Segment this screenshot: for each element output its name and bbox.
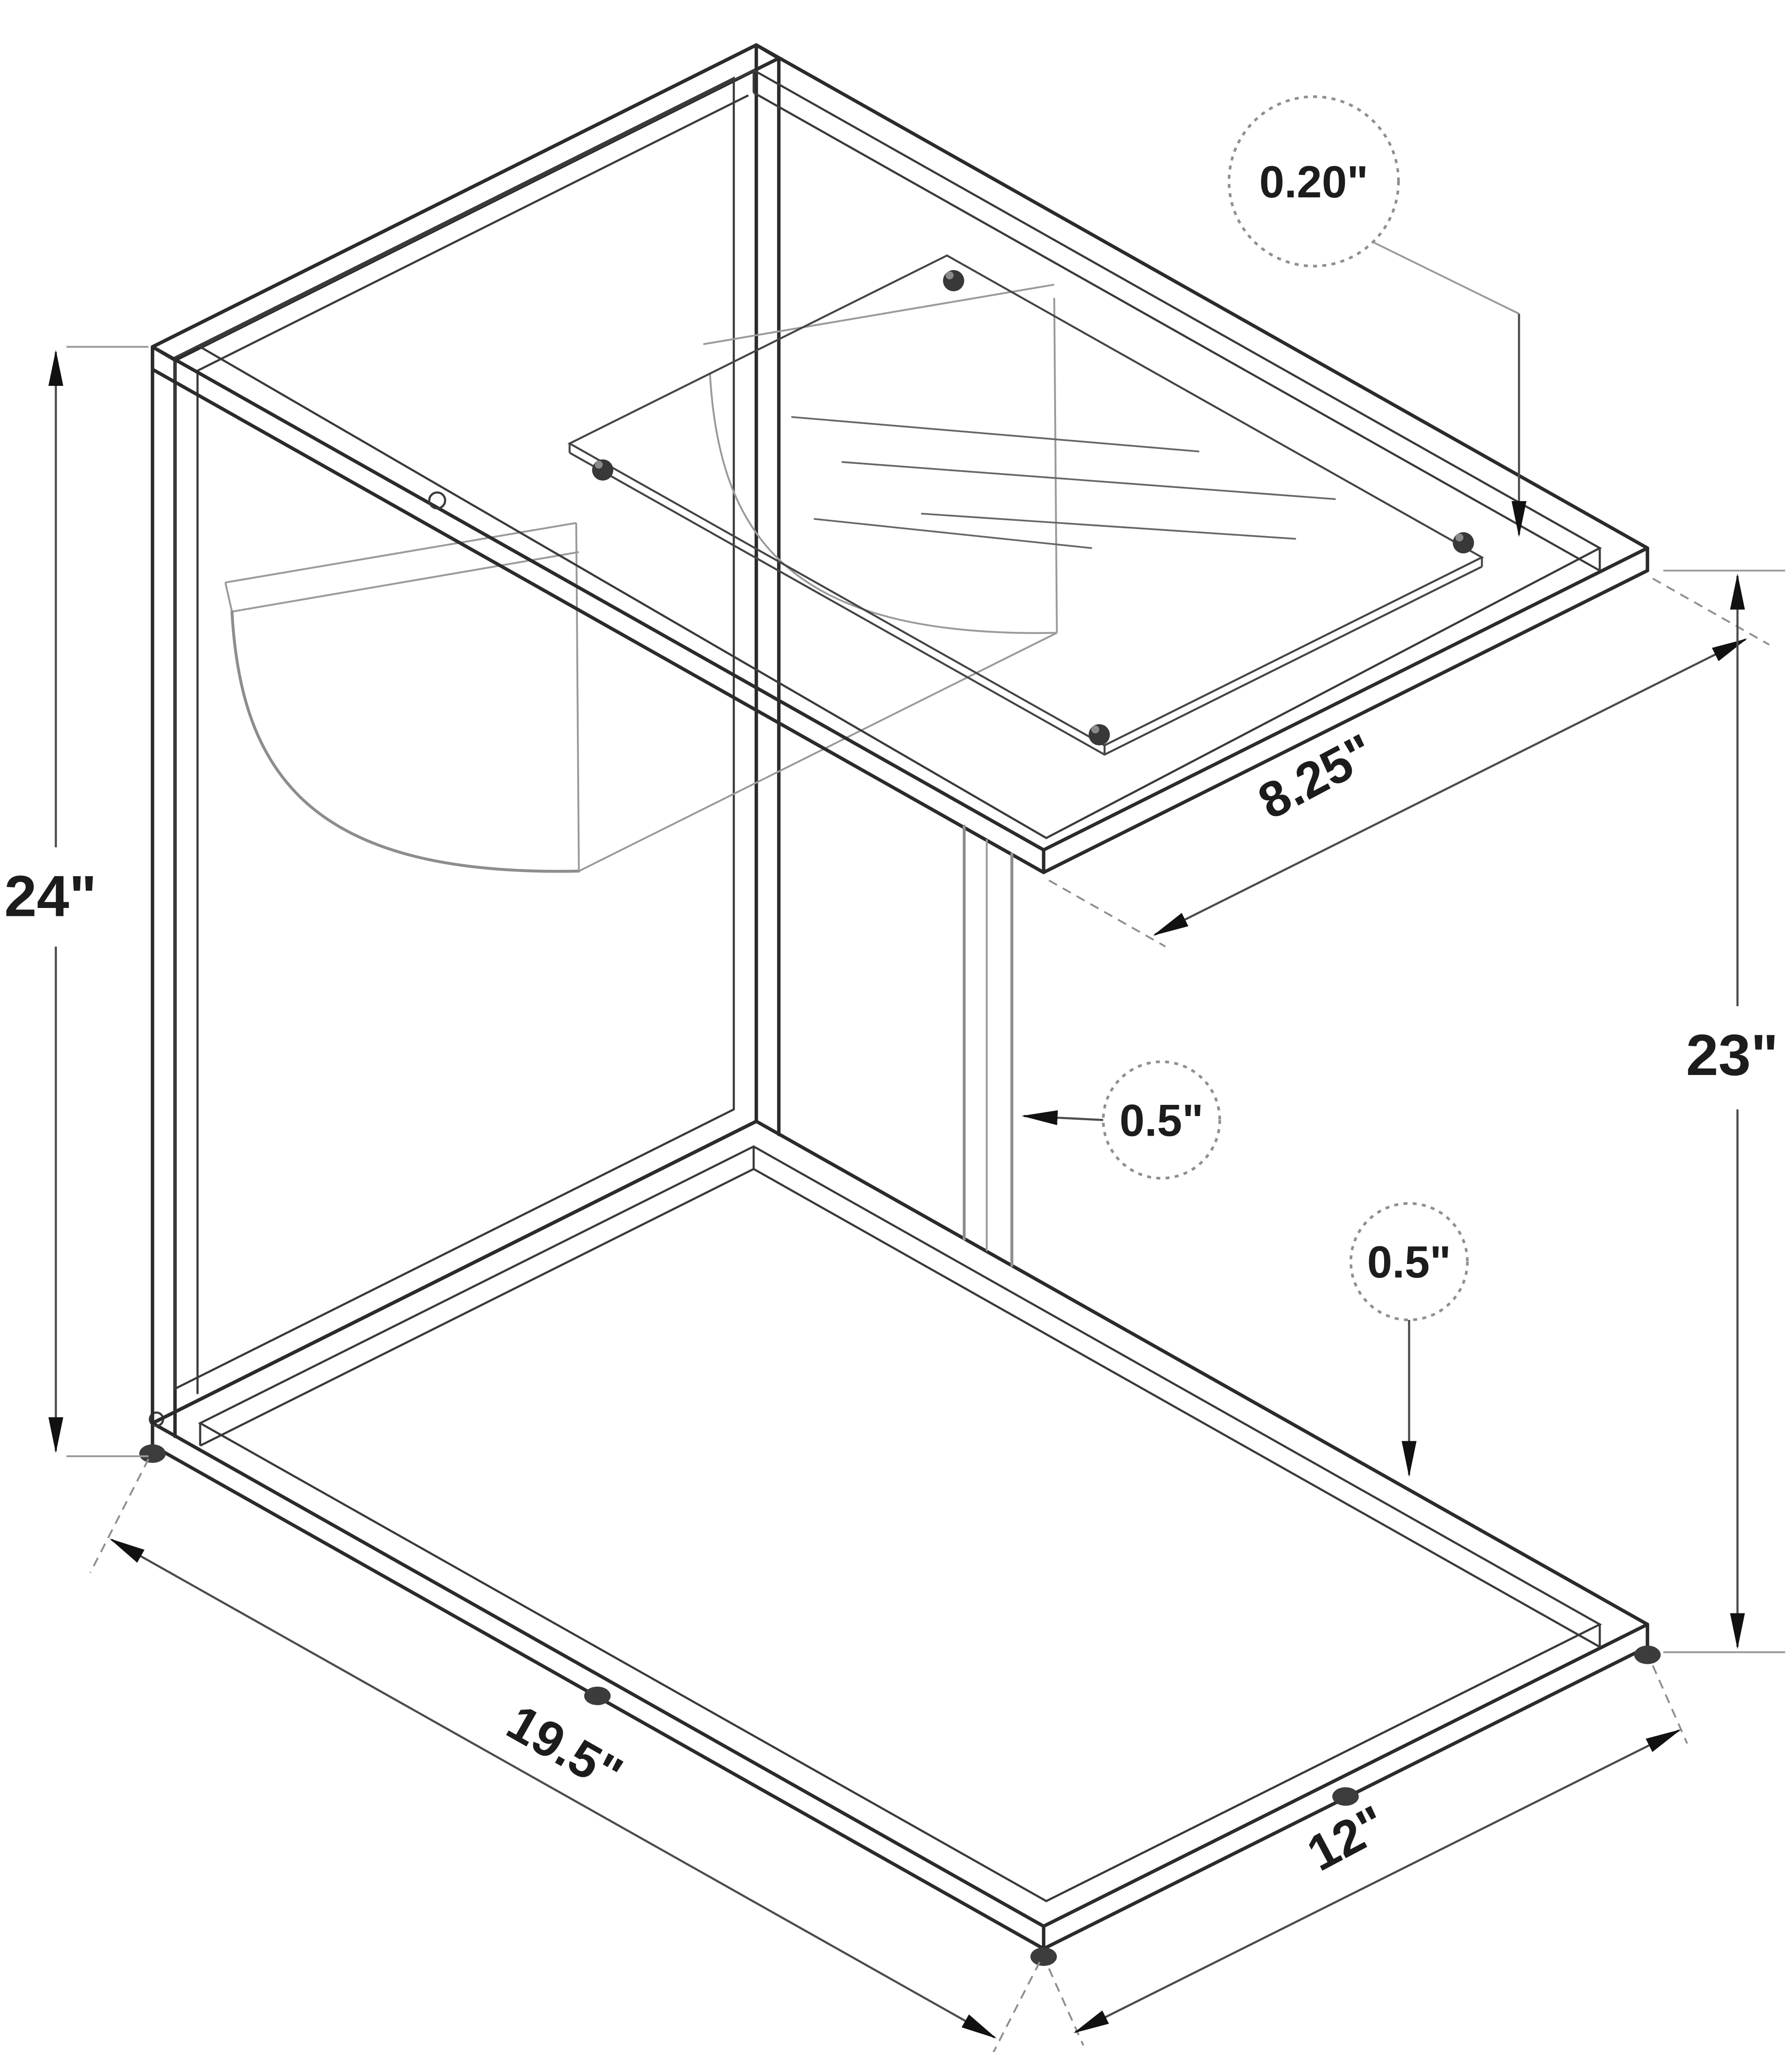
glass-screws <box>592 270 1474 746</box>
dim-label-12: 12" <box>1298 1794 1395 1882</box>
screw <box>943 270 965 292</box>
foot <box>584 1686 611 1705</box>
callout-base-tube: 0.5" <box>1349 1202 1469 1477</box>
foot <box>1634 1645 1661 1664</box>
left-side-panel <box>151 43 781 1438</box>
screw <box>1088 724 1110 746</box>
frame-bolt <box>428 491 447 510</box>
dim-label-24: 24" <box>4 864 97 928</box>
screw <box>592 459 614 481</box>
magazine-sling <box>224 284 1058 873</box>
dim-label-23: 23" <box>1686 1023 1778 1088</box>
callout-post-tube: 0.5" <box>1021 1060 1221 1180</box>
glass-reflections <box>791 416 1336 549</box>
dim-right-height: 23" <box>1663 569 1785 1654</box>
screw <box>1453 532 1474 554</box>
dim-top-side: 8.25" <box>1048 578 1770 948</box>
tabletop-frame <box>151 43 1649 874</box>
dim-label-05a: 0.5" <box>1120 1096 1204 1146</box>
dim-label-020: 0.20" <box>1259 157 1368 207</box>
feet <box>139 1444 1661 1966</box>
callout-glass-thickness: 0.20" <box>1227 95 1526 537</box>
foot <box>1030 1947 1057 1966</box>
dim-left-height: 24" <box>4 346 149 1458</box>
dim-label-195: 19.5" <box>498 1694 632 1803</box>
dim-base-depth: 12" <box>1048 1665 1688 2046</box>
foot <box>139 1444 166 1463</box>
dim-label-05b: 0.5" <box>1367 1237 1451 1287</box>
dim-base-width: 19.5" <box>89 1458 1041 2052</box>
glass-top <box>567 254 1484 756</box>
support-post <box>963 824 1014 1267</box>
